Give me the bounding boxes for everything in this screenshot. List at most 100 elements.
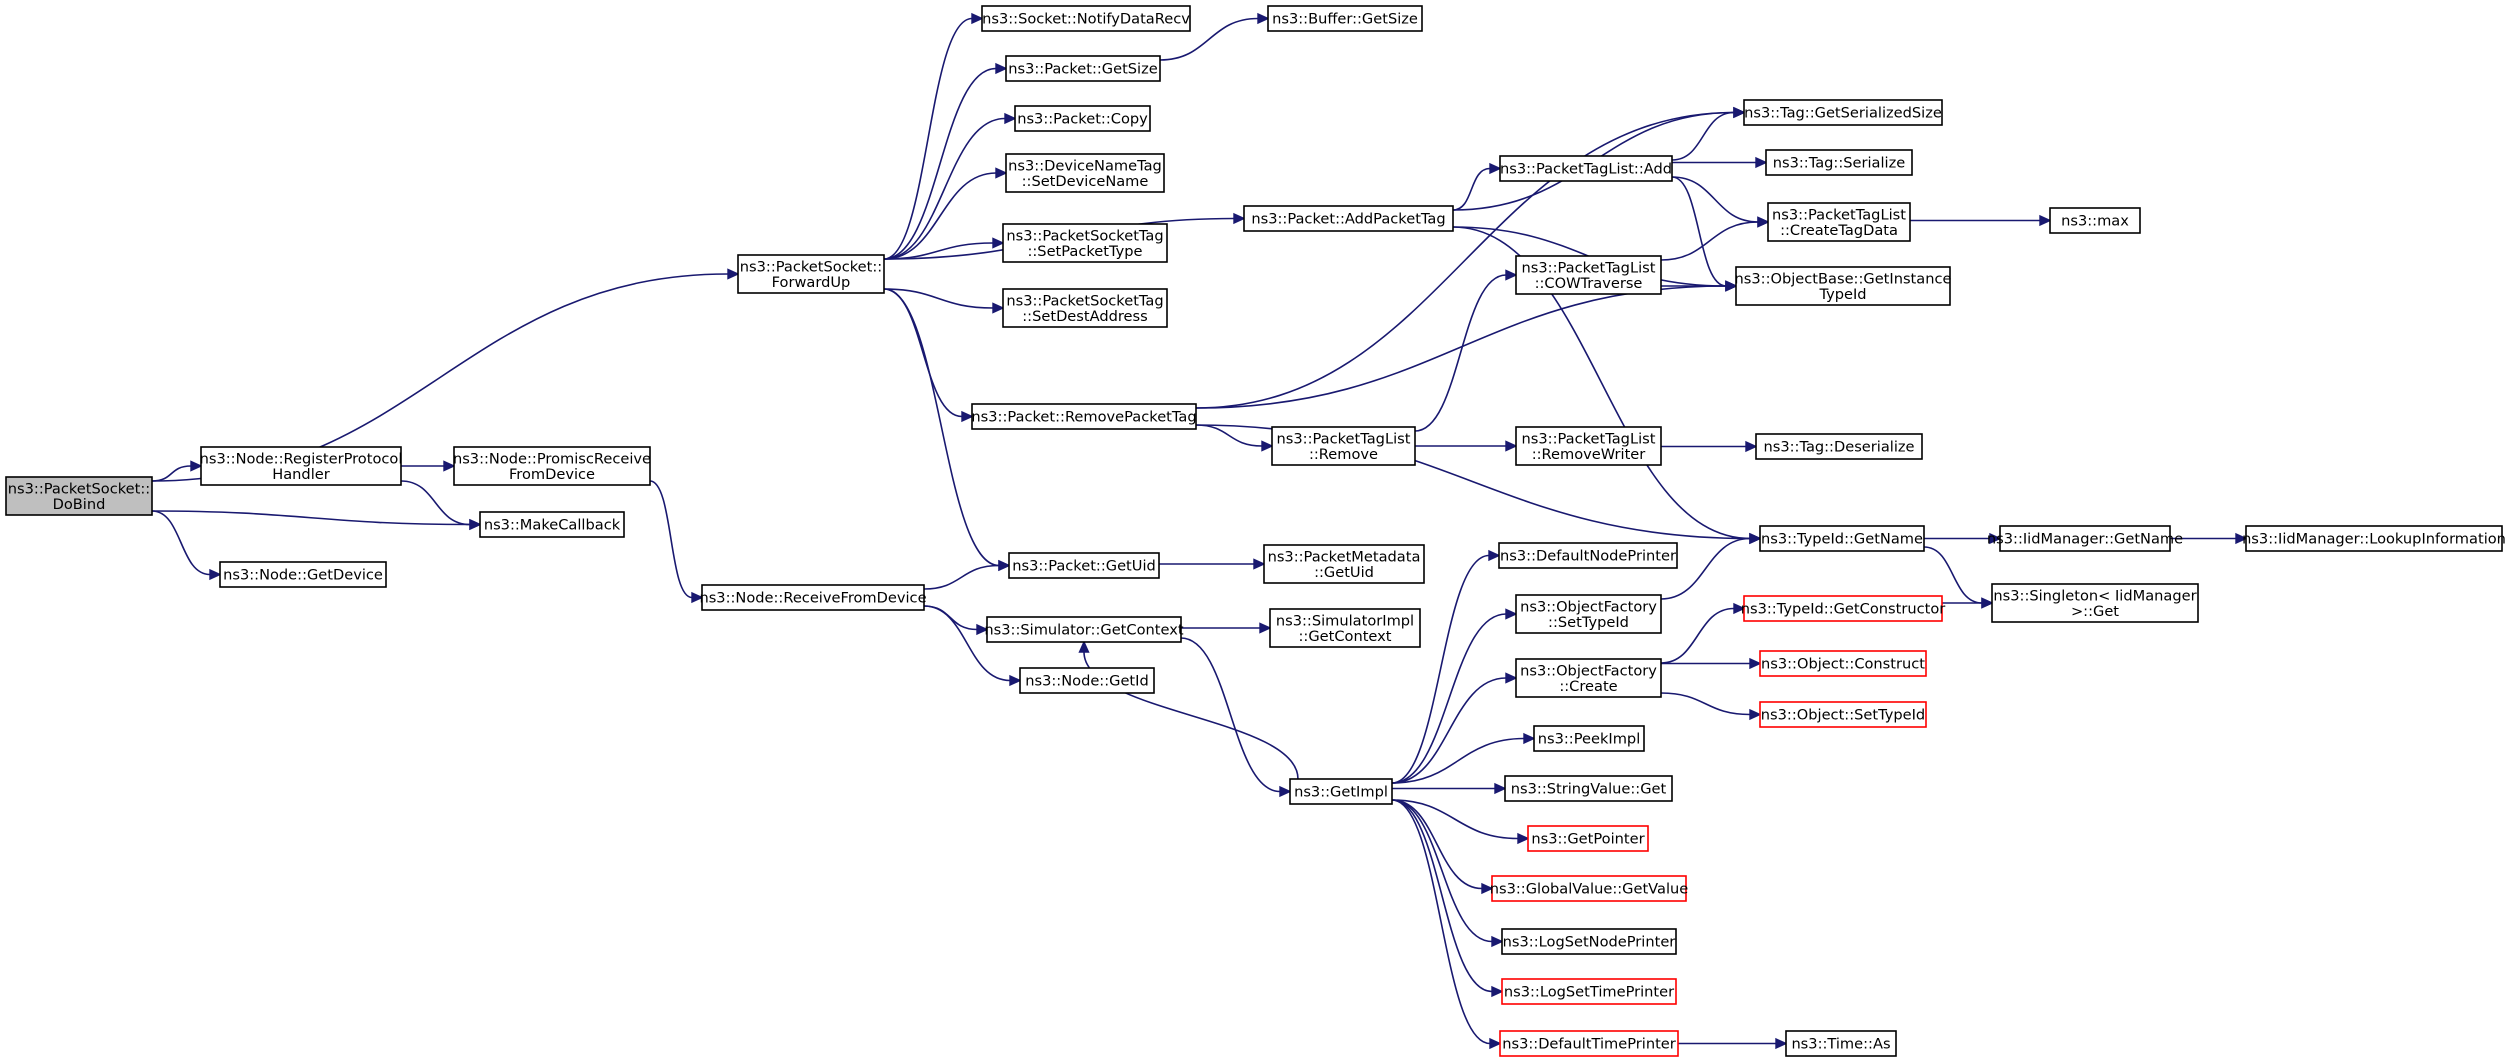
edge-arrowhead (1981, 597, 1994, 609)
edge-regproto-to-makecb (400, 480, 471, 526)
typeid_getctor-label-line-0: ns3::TypeId::GetConstructor (1741, 601, 1946, 618)
node-node_getid[interactable]: ns3::Node::GetId (1019, 667, 1155, 694)
node-pkt_getuid[interactable]: ns3::Packet::GetUid (1008, 552, 1160, 579)
edge-arrowhead (992, 302, 1005, 314)
node-pkt_getsize[interactable]: ns3::Packet::GetSize (1005, 55, 1161, 82)
node-objfact_settid[interactable]: ns3::ObjectFactory::SetTypeId (1515, 594, 1662, 634)
objfact_create-label-line-1: ::Create (1559, 678, 1617, 695)
pkt_getsize-label-line-0: ns3::Packet::GetSize (1008, 61, 1158, 78)
logsettimeprinter-label-line-0: ns3::LogSetTimePrinter (1504, 984, 1674, 1001)
time_as-label-line-0: ns3::Time::As (1791, 1036, 1890, 1053)
node-devnametag[interactable]: ns3::DeviceNameTag::SetDeviceName (1005, 153, 1165, 193)
iid_getname-label-line-0: ns3::IidManager::GetName (1987, 531, 2183, 548)
node-deftimeprinter[interactable]: ns3::DefaultTimePrinter (1499, 1030, 1679, 1057)
node-ptl_remove[interactable]: ns3::PacketTagList::Remove (1271, 426, 1416, 466)
node-dobind[interactable]: ns3::PacketSocket::DoBind (5, 476, 153, 516)
node-tag_serialize[interactable]: ns3::Tag::Serialize (1765, 149, 1913, 176)
getdevice-label-line-0: ns3::Node::GetDevice (223, 567, 383, 584)
node-logsetnodeprinter[interactable]: ns3::LogSetNodePrinter (1501, 928, 1677, 955)
node-objfact_create[interactable]: ns3::ObjectFactory::Create (1515, 658, 1662, 698)
ptl_cow-box (1515, 255, 1662, 295)
node-strval_get[interactable]: ns3::StringValue::Get (1504, 775, 1673, 802)
node-removepkttag[interactable]: ns3::Packet::RemovePacketTag (971, 403, 1197, 430)
edge-typeid_getname-to-singleton_get (1923, 546, 1983, 604)
objfact_settid-label-line-1: ::SetTypeId (1548, 614, 1629, 631)
obj_settid-box (1759, 701, 1927, 728)
node-typeid_getctor[interactable]: ns3::TypeId::GetConstructor (1741, 595, 1946, 622)
node-pkt_copy[interactable]: ns3::Packet::Copy (1014, 105, 1151, 132)
node-pmeta_getuid[interactable]: ns3::PacketMetadata::GetUid (1263, 544, 1425, 584)
makecb-label-line-0: ns3::MakeCallback (484, 517, 621, 534)
node-recvfromdev[interactable]: ns3::Node::ReceiveFromDevice (699, 584, 927, 611)
ptl_createtag-label-line-0: ns3::PacketTagList (1772, 206, 1906, 223)
node-max[interactable]: ns3::max (2049, 207, 2141, 234)
node-getimpl[interactable]: ns3::GetImpl (1289, 778, 1393, 805)
node-tag_deser[interactable]: ns3::Tag::Deserialize (1755, 433, 1923, 460)
node-iid_getname[interactable]: ns3::IidManager::GetName (1987, 525, 2183, 552)
node-makecb[interactable]: ns3::MakeCallback (479, 511, 625, 538)
objfact_create-label-line-0: ns3::ObjectFactory (1520, 662, 1657, 679)
node-iid_lookup[interactable]: ns3::IidManager::LookupInformation (2242, 525, 2506, 552)
node-forwardup[interactable]: ns3::PacketSocket::ForwardUp (737, 254, 885, 294)
pkt_copy-label-line-0: ns3::Packet::Copy (1017, 111, 1148, 128)
edge-forwardup-to-notify (883, 17, 973, 260)
node-pstag_type[interactable]: ns3::PacketSocketTag::SetPacketType (1002, 223, 1168, 263)
makecb-box (479, 511, 625, 538)
edge-getimpl-to-getpointer (1391, 799, 1519, 840)
logsetnodeprinter-label-line-0: ns3::LogSetNodePrinter (1503, 934, 1676, 951)
node-ptl_createtag[interactable]: ns3::PacketTagList::CreateTagData (1767, 202, 1911, 242)
edge-objfact_create-to-typeid_getctor (1660, 607, 1735, 664)
edge-arrowhead (995, 167, 1008, 179)
edge-recvfromdev-to-pkt_getuid (923, 564, 1000, 590)
simimpl_getctx-label-line-1: ::GetContext (1298, 628, 1391, 645)
edge-forwardup-to-pkt_copy (883, 117, 1006, 260)
edge-forwardup-to-removepkttag (883, 288, 963, 418)
node-ptl_cow[interactable]: ns3::PacketTagList::COWTraverse (1515, 255, 1662, 295)
node-getdevice[interactable]: ns3::Node::GetDevice (219, 561, 387, 588)
getpointer-box (1527, 825, 1649, 852)
node-gv_getvalue[interactable]: ns3::GlobalValue::GetValue (1490, 875, 1689, 902)
node-ptl_add[interactable]: ns3::PacketTagList::Add (1499, 155, 1673, 182)
node-notify[interactable]: ns3::Socket::NotifyDataRecv (981, 5, 1191, 32)
edge-dobind-to-makecb (151, 510, 471, 526)
node-simimpl_getctx[interactable]: ns3::SimulatorImpl::GetContext (1269, 608, 1421, 648)
tag_deser-box (1755, 433, 1923, 460)
node-ptl_removewriter[interactable]: ns3::PacketTagList::RemoveWriter (1515, 426, 1662, 466)
edge-arrowhead (2039, 214, 2052, 227)
node-buf_getsize[interactable]: ns3::Buffer::GetSize (1267, 5, 1423, 32)
edge-arrowhead (1009, 674, 1022, 687)
removepkttag-box (971, 403, 1197, 430)
node-sim_getctx[interactable]: ns3::Simulator::GetContext (984, 616, 1184, 643)
node-typeid_getname[interactable]: ns3::TypeId::GetName (1759, 525, 1925, 552)
devnametag-label-line-0: ns3::DeviceNameTag (1008, 157, 1162, 174)
node_getid-label-line-0: ns3::Node::GetId (1025, 673, 1148, 690)
edge-arrowhead (1775, 1037, 1788, 1050)
ptl_createtag-box (1767, 202, 1911, 242)
getimpl-box (1289, 778, 1393, 805)
edge-arrowhead (1279, 785, 1292, 798)
node-defnodeprinter[interactable]: ns3::DefaultNodePrinter (1498, 542, 1678, 569)
node-peekimpl[interactable]: ns3::PeekImpl (1533, 725, 1645, 752)
edge-arrowhead (1259, 622, 1272, 634)
node-time_as[interactable]: ns3::Time::As (1785, 1030, 1897, 1057)
dobind-label-line-0: ns3::PacketSocket:: (8, 480, 150, 497)
typeid_getname-label-line-0: ns3::TypeId::GetName (1761, 531, 1923, 548)
node-tag_getser[interactable]: ns3::Tag::GetSerializedSize (1743, 99, 1943, 126)
pkt_getuid-box (1008, 552, 1160, 579)
dobind-label-line-1: DoBind (53, 496, 106, 513)
node-addpkttag[interactable]: ns3::Packet::AddPacketTag (1243, 205, 1454, 232)
edge-promisc-to-recvfromdev (649, 480, 693, 599)
node-obj_construct[interactable]: ns3::Object::Construct (1759, 650, 1927, 677)
edge-dobind-to-regproto (151, 465, 192, 482)
node-pstag_dest[interactable]: ns3::PacketSocketTag::SetDestAddress (1002, 288, 1168, 328)
edge-arrowhead (1481, 882, 1494, 895)
node-singleton_get[interactable]: ns3::Singleton< IidManager >::Get (1991, 583, 2199, 623)
node-obj_settid[interactable]: ns3::Object::SetTypeId (1759, 701, 1927, 728)
edge-arrowhead (1749, 657, 1762, 670)
edge-arrowhead (1725, 280, 1738, 292)
node-getpointer[interactable]: ns3::GetPointer (1527, 825, 1649, 852)
node-logsettimeprinter[interactable]: ns3::LogSetTimePrinter (1501, 978, 1677, 1005)
